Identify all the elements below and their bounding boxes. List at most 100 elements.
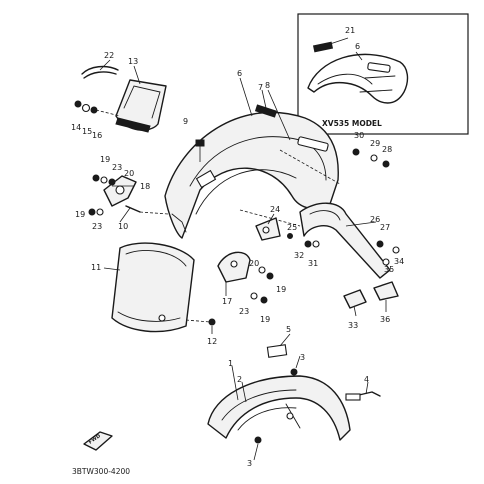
bolt-19-lower	[88, 208, 96, 216]
callout-19-d: 19	[260, 315, 270, 324]
callout-17: 17	[222, 297, 232, 306]
front-fender-hole	[286, 412, 294, 420]
callout-25: 25	[287, 223, 297, 232]
front-fender	[207, 375, 351, 441]
tail-light-bracket	[115, 117, 151, 133]
collar-35	[382, 258, 390, 266]
washer-23-mid	[250, 292, 258, 300]
callout-23-c: 23	[239, 307, 249, 316]
fender-bracket	[195, 169, 217, 189]
rear-stay-assembly	[299, 148, 400, 309]
callout-22: 22	[104, 51, 114, 60]
cover-plate-assembly	[217, 251, 274, 304]
dash-bolt-10	[139, 211, 169, 215]
inset-emblem	[312, 41, 334, 53]
callout-12: 12	[207, 337, 217, 346]
washer-31	[312, 240, 320, 248]
leader-24	[267, 213, 275, 225]
flap-top-edge	[125, 249, 187, 267]
leader-3-upper	[295, 355, 301, 369]
leader-6-inset	[355, 51, 363, 61]
front-fender-contour-2	[237, 407, 297, 431]
bracket-24-hole	[262, 226, 270, 234]
license-bracket-hardware	[88, 174, 169, 216]
callout-1: 1	[228, 359, 233, 368]
callout-7: 7	[258, 83, 263, 92]
leader-7	[261, 89, 267, 109]
inset-rail	[367, 62, 391, 73]
nut-14	[74, 100, 82, 108]
callout-3-lower: 3	[247, 459, 252, 468]
front-fender-contour	[221, 389, 297, 421]
callout-19-c: 19	[276, 285, 286, 294]
washer-23-lower	[96, 208, 104, 216]
hose-guide-clip	[345, 393, 361, 401]
callout-20-b: 20	[249, 259, 259, 268]
inset-rear-fender	[307, 53, 409, 104]
tail-light-assembly	[74, 65, 167, 133]
leader-11	[103, 267, 121, 271]
callout-21: 21	[345, 26, 355, 35]
reflector-36	[373, 281, 399, 301]
callout-28: 28	[382, 145, 392, 154]
callout-4: 4	[364, 375, 369, 384]
leader-8	[267, 89, 291, 141]
callout-18: 18	[140, 182, 150, 191]
leader-33	[353, 305, 357, 317]
callout-14: 14	[71, 123, 81, 132]
fender-lower-edge	[171, 213, 187, 233]
inset-fender-contour	[317, 73, 373, 85]
bracket-hole	[115, 185, 125, 195]
bracket-24-assembly	[255, 217, 293, 241]
bolt-3-upper	[290, 368, 298, 376]
washer-23-upper	[100, 176, 108, 184]
nut-32	[304, 240, 312, 248]
bolt-19-upper	[92, 174, 100, 182]
clamp-5	[266, 344, 288, 358]
tail-light-lens	[81, 65, 119, 75]
nut-30	[352, 148, 360, 156]
tail-light-rim	[123, 85, 161, 119]
bolt-3-lower	[254, 436, 262, 444]
washer-34	[392, 246, 400, 254]
leader-13	[133, 65, 141, 85]
callout-26: 26	[370, 215, 380, 224]
callout-36: 36	[380, 315, 390, 324]
dash-bolt-12	[185, 319, 211, 323]
callout-5: 5	[286, 325, 291, 334]
dash-fender-flap	[239, 209, 301, 227]
inset-fender-edge	[359, 89, 393, 93]
callout-30: 30	[354, 131, 364, 140]
rear-flap	[111, 242, 216, 333]
leader-5	[279, 333, 291, 347]
leader-4	[365, 381, 369, 395]
callout-32: 32	[294, 251, 304, 260]
bolt-25	[287, 233, 293, 239]
callout-13: 13	[128, 57, 138, 66]
bolt-9	[195, 139, 205, 162]
bolt-9-head	[195, 139, 205, 147]
inset-frame	[297, 13, 469, 135]
callout-24: 24	[270, 205, 280, 214]
leader-3-lower	[253, 443, 259, 461]
bolt-28	[382, 160, 390, 168]
callout-6: 6	[237, 69, 242, 78]
callout-23-a: 23	[112, 163, 122, 172]
callout-33: 33	[348, 321, 358, 330]
bolt-19-low	[260, 296, 268, 304]
bolt-27	[376, 240, 384, 248]
bolt-12	[208, 318, 216, 326]
callout-35: 35	[384, 265, 394, 274]
callout-19-a: 19	[100, 155, 110, 164]
callout-3-upper: 3	[300, 353, 305, 362]
callout-2: 2	[237, 375, 242, 384]
rear-stay-26	[299, 202, 391, 279]
leader-22	[99, 59, 111, 71]
callout-27: 27	[380, 223, 390, 232]
fwd-arrow-icon	[83, 431, 113, 451]
callout-6-inset: 6	[355, 42, 360, 51]
nut-20-upper	[108, 178, 116, 186]
washer-29	[370, 154, 378, 162]
